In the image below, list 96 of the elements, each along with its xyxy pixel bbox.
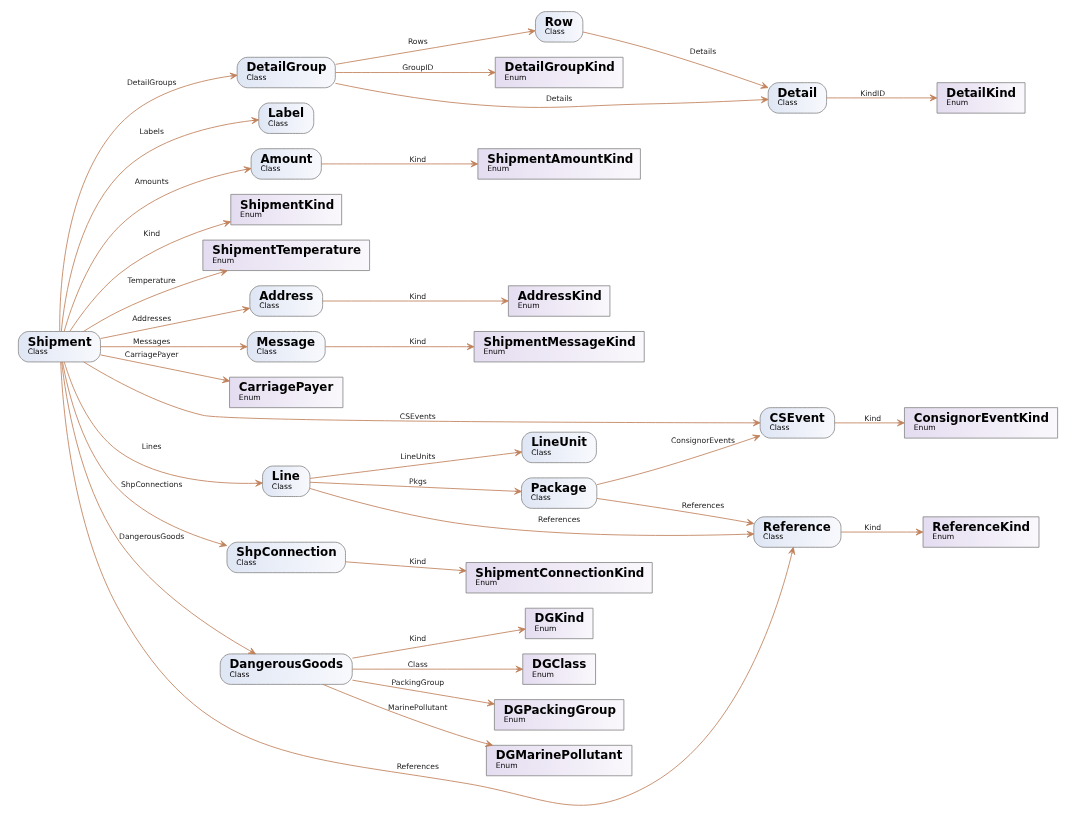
edge-label: KindID bbox=[859, 88, 885, 98]
edge-label: CarriagePayer bbox=[124, 350, 178, 360]
arrow bbox=[99, 354, 230, 384]
arrow bbox=[324, 343, 474, 351]
arrow bbox=[320, 160, 478, 168]
edge-label: Kind bbox=[863, 522, 881, 532]
edge-label: DetailGroups bbox=[126, 78, 176, 88]
edge-label: PackingGroup bbox=[391, 677, 444, 687]
edge-label: Labels bbox=[138, 127, 164, 137]
edge-label: Kind bbox=[142, 229, 160, 239]
arrow bbox=[581, 31, 768, 89]
node-box: Detail Class bbox=[767, 82, 827, 114]
arrow bbox=[596, 434, 760, 486]
arrow bbox=[309, 449, 522, 479]
arrow bbox=[309, 488, 754, 538]
node-box: ShipmentConnectionKind Enum bbox=[465, 562, 653, 594]
arrow bbox=[68, 220, 231, 332]
edge-label: Details bbox=[689, 47, 716, 57]
edge-label: Kind bbox=[408, 337, 426, 347]
edge-label: MarinePollutant bbox=[387, 702, 448, 712]
arrow bbox=[351, 626, 526, 659]
node-box: AddressKind Enum bbox=[507, 285, 610, 317]
arrow bbox=[58, 72, 237, 332]
arrow bbox=[99, 343, 247, 351]
node-box: DetailGroupKind Enum bbox=[494, 56, 623, 89]
node-box: Package Class bbox=[520, 477, 597, 509]
node-box: DetailGroup Class bbox=[236, 56, 336, 89]
node-box: ShipmentMessageKind Enum bbox=[473, 331, 645, 363]
node-box: DetailKind Enum bbox=[936, 82, 1025, 114]
node-box: ShipmentKind Enum bbox=[229, 193, 342, 226]
edge-label: References bbox=[396, 762, 439, 772]
node-box: ReferenceKind Enum bbox=[922, 516, 1039, 548]
node-box: LineUnit Class bbox=[521, 431, 597, 464]
arrow bbox=[59, 361, 795, 806]
node-box: CSEvent Class bbox=[759, 407, 835, 439]
node-box: Reference Class bbox=[752, 516, 841, 548]
node-box: Message Class bbox=[246, 331, 326, 363]
edge-label: Kind bbox=[408, 556, 426, 566]
arrow bbox=[99, 306, 250, 339]
arrow bbox=[334, 28, 536, 65]
node-box: ShipmentTemperature Enum bbox=[201, 239, 370, 271]
edge-label: Details bbox=[545, 94, 572, 104]
arrow bbox=[63, 166, 251, 332]
arrow bbox=[334, 69, 496, 76]
node-box: Row Class bbox=[534, 11, 583, 43]
edge-label: Rows bbox=[407, 36, 428, 46]
arrow bbox=[63, 361, 263, 487]
edge-label: Amounts bbox=[134, 177, 169, 187]
edge-label: References bbox=[537, 515, 580, 525]
edge-label: Addresses bbox=[131, 313, 171, 323]
edge-label: Kind bbox=[863, 413, 881, 423]
arrow bbox=[82, 361, 760, 427]
edge-label: Kind bbox=[408, 154, 426, 164]
arrow bbox=[309, 481, 522, 495]
node-box: Shipment Class bbox=[17, 331, 101, 363]
arrow bbox=[322, 684, 493, 747]
arrow bbox=[840, 528, 923, 536]
edge-label: Lines bbox=[141, 442, 162, 452]
arrow bbox=[321, 297, 509, 305]
node-box: DGClass Enum bbox=[521, 653, 596, 685]
edge-label: LineUnits bbox=[399, 452, 435, 462]
edge-label: CSEvents bbox=[399, 411, 436, 421]
arrow bbox=[351, 665, 523, 673]
node-box: ConsignorEventKind Enum bbox=[903, 407, 1058, 439]
node-box: ShipmentAmountKind Enum bbox=[477, 148, 641, 180]
edge-label: Pkgs bbox=[408, 476, 427, 486]
edge-label: References bbox=[681, 500, 724, 510]
arrow bbox=[833, 419, 905, 427]
node-box: DGPackingGroup Enum bbox=[493, 699, 624, 731]
arrow bbox=[60, 117, 259, 332]
node-box: DGMarinePollutant Enum bbox=[485, 744, 632, 777]
node-box: Address Class bbox=[248, 285, 323, 317]
node-box: DangerousGoods Class bbox=[219, 653, 353, 685]
edge-label: Messages bbox=[132, 337, 170, 347]
edge-label: DangerousGoods bbox=[118, 531, 184, 541]
arrow bbox=[60, 361, 256, 655]
arrow bbox=[334, 82, 768, 108]
arrow bbox=[82, 269, 228, 332]
edge-label: Kind bbox=[408, 633, 426, 643]
edge-label: Kind bbox=[408, 291, 426, 301]
edge-label: Class bbox=[407, 659, 428, 669]
arrow bbox=[344, 561, 466, 574]
node-box: DGKind Enum bbox=[524, 607, 593, 640]
node-box: Label Class bbox=[257, 102, 314, 134]
edge-label: ConsignorEvents bbox=[670, 435, 735, 445]
node-box: Amount Class bbox=[250, 148, 322, 180]
arrow bbox=[596, 498, 754, 526]
edge-label: ShpConnections bbox=[120, 480, 182, 490]
arrow bbox=[351, 679, 495, 707]
arrow bbox=[825, 94, 937, 102]
arrow bbox=[61, 361, 227, 548]
node-box: Line Class bbox=[261, 465, 310, 497]
edge-label: Temperature bbox=[127, 276, 176, 286]
edge-label: GroupID bbox=[401, 63, 433, 73]
node-box: CarriagePayer Enum bbox=[228, 376, 343, 409]
node-box: ShpConnection Class bbox=[226, 541, 346, 574]
